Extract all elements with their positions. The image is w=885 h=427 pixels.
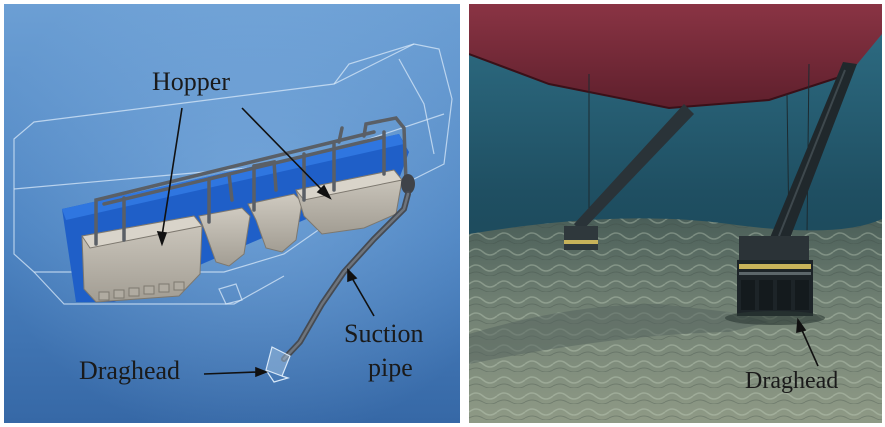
hopper-bin-3 [247, 193, 303, 253]
suction-pipe [281, 191, 411, 362]
annotation-arrows [156, 107, 375, 378]
far-drag-arm [564, 104, 694, 250]
label-draghead: Draghead [79, 356, 180, 385]
underwater-dredging-render: Draghead [469, 4, 882, 423]
draghead-near [725, 236, 825, 325]
pump [401, 174, 415, 194]
hopper-dredger-illustration: Hopper Suction pipe Draghead [4, 4, 460, 423]
label-hopper: Hopper [152, 67, 230, 96]
label-draghead-right: Draghead [745, 368, 838, 394]
label-pipe: pipe [368, 353, 413, 382]
pipe-network [94, 116, 408, 246]
hopper-bins [81, 169, 403, 303]
label-suction: Suction [344, 319, 423, 348]
draghead [265, 346, 291, 383]
annotation-arrow [796, 317, 819, 367]
hopper-bin-2 [198, 207, 251, 267]
near-drag-arm [769, 62, 857, 246]
hopper-dredger-diagram: Hopper Suction pipe Draghead [4, 4, 460, 423]
underwater-illustration: Draghead [469, 4, 882, 423]
ship-hull [469, 4, 882, 108]
trench [469, 304, 769, 364]
